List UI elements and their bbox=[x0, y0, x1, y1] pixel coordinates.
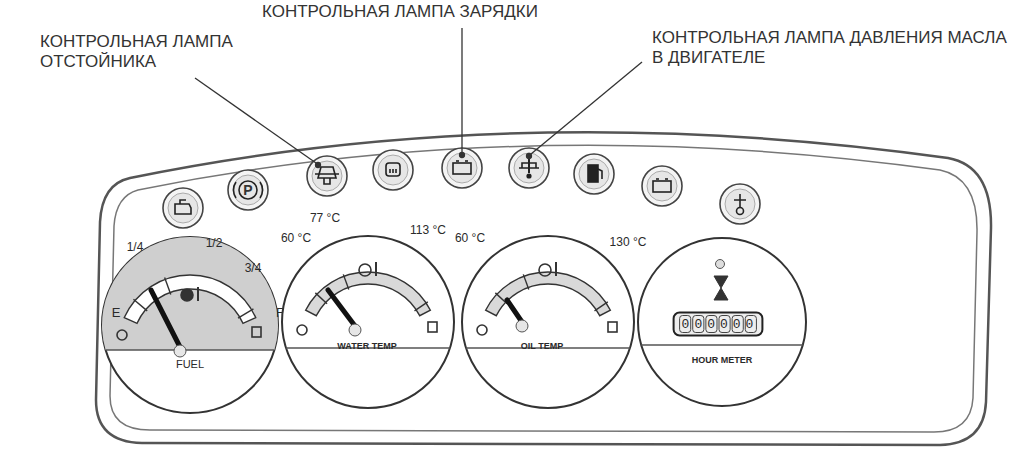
gauge-title: FUEL bbox=[176, 359, 204, 370]
panel-outer bbox=[96, 132, 991, 445]
warning-lamp bbox=[163, 188, 203, 228]
gauge-face bbox=[462, 236, 634, 408]
leader-lines bbox=[195, 28, 642, 168]
scale-mark: 60 °C bbox=[281, 232, 311, 244]
warning-lamp bbox=[228, 170, 268, 210]
gauge-title: OIL TEMP bbox=[521, 342, 563, 351]
scale-mark: 130 °C bbox=[610, 236, 647, 248]
warning-lamps bbox=[163, 148, 760, 228]
gauge-title: WATER TEMP bbox=[337, 342, 396, 351]
warning-lamp bbox=[574, 154, 614, 194]
warning-lamp bbox=[442, 148, 482, 188]
scale-mark: 1/2 bbox=[206, 237, 223, 249]
callout-label: КОНТРОЛЬНАЯ ЛАМПА ЗАРЯДКИ bbox=[262, 2, 662, 22]
scale-mark: E bbox=[112, 306, 121, 319]
scale-mark: 3/4 bbox=[245, 262, 262, 274]
scale-mark: 113 °C bbox=[410, 224, 446, 236]
warning-lamp bbox=[642, 166, 682, 206]
gauge-dial: 1/41/23/4EFFUEL bbox=[102, 237, 278, 413]
scale-mark: 60 °C bbox=[455, 232, 485, 244]
callout-label: КОНТРОЛЬНАЯ ЛАМПА ОТСТОЙНИКА bbox=[40, 32, 290, 72]
warning-lamp bbox=[307, 156, 347, 196]
gauge-title: HOUR METER bbox=[692, 356, 753, 365]
lamp-symbol: P bbox=[243, 183, 252, 197]
warning-lamp bbox=[509, 148, 549, 188]
scale-mark: 1/4 bbox=[127, 241, 144, 253]
scale-mark: 000000 bbox=[682, 318, 759, 331]
warning-lamp bbox=[720, 184, 760, 224]
callout-label: КОНТРОЛЬНАЯ ЛАМПА ДАВЛЕНИЯ МАСЛА В ДВИГА… bbox=[652, 28, 1014, 68]
gauge-face bbox=[282, 236, 454, 408]
gauge-dial: 60 °C77 °C113 °CWATER TEMP bbox=[282, 236, 454, 408]
gauge-dial: 000000HOUR METER bbox=[638, 238, 806, 406]
gauge-dial: 60 °C130 °COIL TEMP bbox=[462, 236, 634, 408]
warning-lamp bbox=[373, 150, 413, 190]
scale-mark: 77 °C bbox=[310, 212, 340, 224]
